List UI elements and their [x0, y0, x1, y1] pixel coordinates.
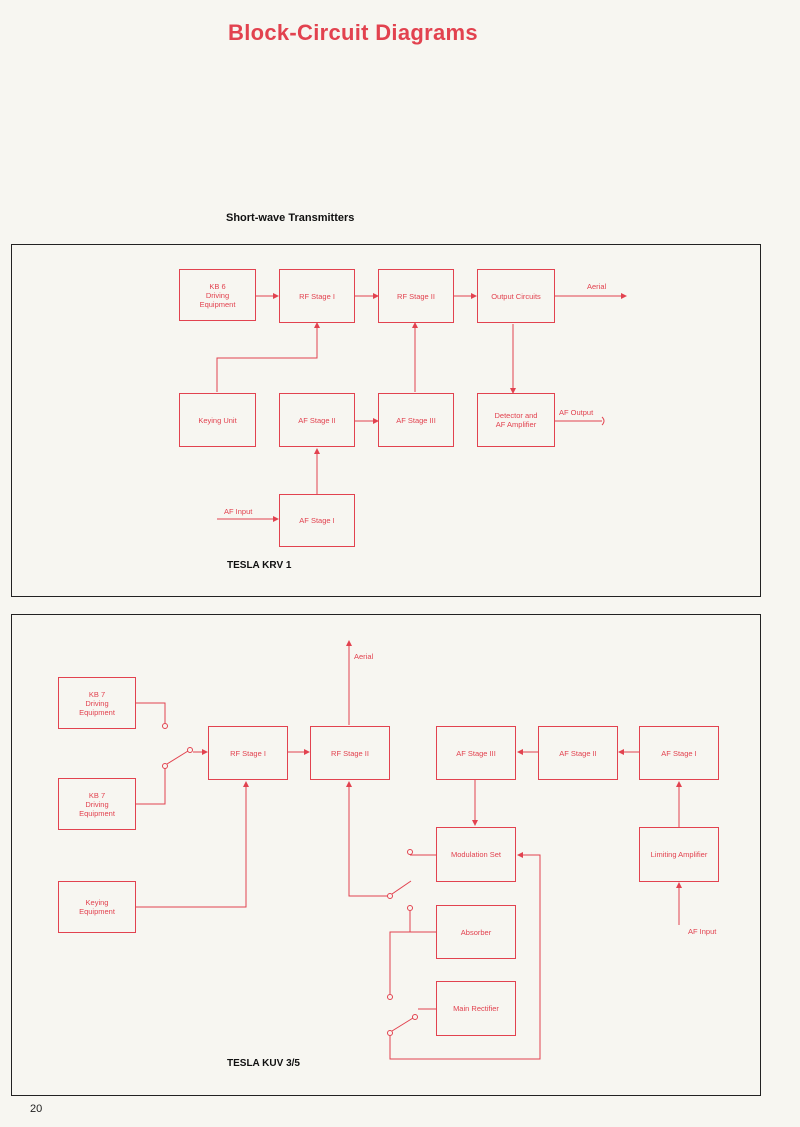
krv1-af-input-label: AF Input [224, 507, 253, 516]
krv1-rf-stage-1: RF Stage I [279, 269, 355, 323]
krv1-af-stage-2: AF Stage II [279, 393, 355, 447]
kuv35-rf-stage-1: RF Stage I [208, 726, 288, 780]
diagram-krv1-frame: KB 6 Driving Equipment RF Stage I RF Sta… [11, 244, 761, 597]
kuv35-model-label: TESLA KUV 3/5 [227, 1058, 300, 1069]
kuv35-af-stage-1: AF Stage I [639, 726, 719, 780]
diagram-kuv35-frame: KB 7 Driving Equipment KB 7 Driving Equi… [11, 614, 761, 1096]
krv1-af-stage-1: AF Stage I [279, 494, 355, 547]
krv1-detector-af-amplifier: Detector and AF Amplifier [477, 393, 555, 447]
kuv35-main-rectifier: Main Rectifier [436, 981, 516, 1036]
krv1-rf-stage-2: RF Stage II [378, 269, 454, 323]
diagram-kuv35-wires [136, 640, 682, 1060]
section-subtitle: Short-wave Transmitters [226, 212, 355, 224]
kuv35-kb7-driving-equipment-a: KB 7 Driving Equipment [58, 677, 136, 729]
kuv35-af-stage-3: AF Stage III [436, 726, 516, 780]
krv1-keying-unit: Keying Unit [179, 393, 256, 447]
krv1-model-label: TESLA KRV 1 [227, 560, 292, 571]
krv1-af-output-label: AF Output [559, 408, 594, 417]
kuv35-af-input-label: AF Input [688, 927, 717, 936]
krv1-aerial-label: Aerial [587, 282, 607, 291]
krv1-af-stage-3: AF Stage III [378, 393, 454, 447]
kuv35-limiting-amplifier: Limiting Amplifier [639, 827, 719, 882]
krv1-kb6-driving-equipment: KB 6 Driving Equipment [179, 269, 256, 321]
krv1-output-circuits: Output Circuits [477, 269, 555, 323]
kuv35-absorber: Absorber [436, 905, 516, 959]
kuv35-modulation-set: Modulation Set [436, 827, 516, 882]
page-title: Block-Circuit Diagrams [228, 20, 478, 45]
diagram-krv1-wires [216, 293, 627, 522]
kuv35-rf-stage-2: RF Stage II [310, 726, 390, 780]
kuv35-af-stage-2: AF Stage II [538, 726, 618, 780]
page-number: 20 [30, 1103, 43, 1115]
kuv35-keying-equipment: Keying Equipment [58, 881, 136, 933]
kuv35-kb7-driving-equipment-b: KB 7 Driving Equipment [58, 778, 136, 830]
kuv35-aerial-label: Aerial [354, 652, 374, 661]
